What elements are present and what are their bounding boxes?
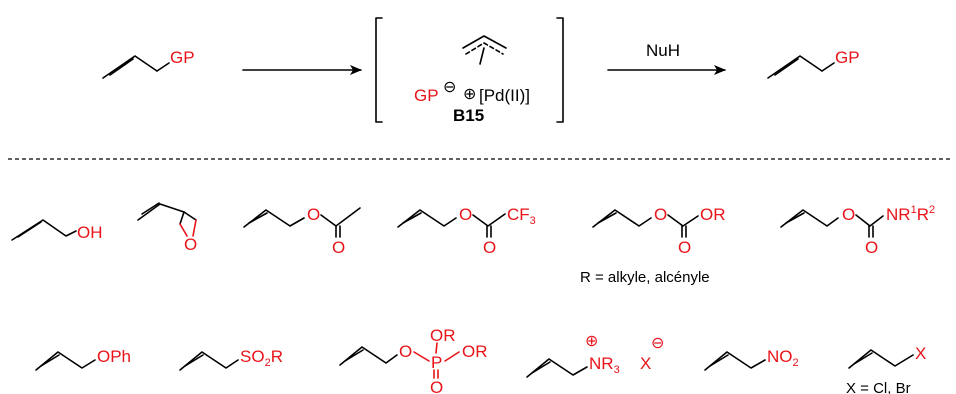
- carbonate-r-caption: R = alkyle, alcényle: [580, 269, 710, 286]
- alkoxy-top-label: OR: [430, 326, 456, 345]
- left-bracket: [375, 17, 383, 123]
- counter-anion-label: X: [640, 354, 651, 373]
- negative-charge-icon: ⊖: [443, 79, 456, 96]
- ammonium-label: NR3: [589, 354, 620, 376]
- allyl-gp-product: GP: [767, 48, 860, 79]
- carbonyl-oxygen-label: O: [332, 238, 345, 257]
- gp-anion-label: GP: [414, 86, 439, 105]
- halide-caption: X = Cl, Br: [846, 380, 911, 394]
- allyl-halide: X X = Cl, Br: [846, 344, 926, 394]
- hydroxyl-label: OH: [77, 223, 103, 242]
- allyl-alcohol: OH: [11, 219, 103, 242]
- carbonyl-oxygen-label: O: [678, 238, 691, 257]
- gp-label: GP: [835, 48, 860, 67]
- reagent-label: NuH: [646, 41, 680, 60]
- ester-oxygen-label: O: [654, 205, 667, 224]
- phosphorus-label: P: [431, 353, 442, 372]
- compound-label-b15: B15: [453, 106, 484, 125]
- allyl-nitro: NO2: [704, 347, 799, 371]
- amino-label: NR1R2: [886, 204, 935, 224]
- phenoxy-label: OPh: [97, 347, 131, 366]
- ester-oxygen-label: O: [307, 205, 320, 224]
- ester-oxygen-label: O: [459, 205, 472, 224]
- allyl-carbonate: O O OR R = alkyle, alcényle: [580, 205, 726, 286]
- allyl-ammonium-salt: ⊕ NR3 X ⊖: [526, 333, 664, 378]
- nitro-label: NO2: [767, 347, 799, 369]
- sulfonyl-label: SO2R: [240, 347, 283, 369]
- allyl-sulfone: SO2R: [179, 347, 283, 371]
- allyl-carbamate: O O NR1R2: [780, 204, 935, 257]
- carbonyl-oxygen-label: O: [865, 238, 878, 257]
- positive-charge-icon: ⊕: [463, 86, 476, 103]
- allyl-trifluoroacetate: O O CF3: [397, 205, 536, 257]
- pi-allyl-intermediate-b15: GP ⊖ ⊕ [Pd(II)] B15: [375, 17, 564, 125]
- allyl-acetate: O O: [243, 205, 361, 257]
- positive-charge-icon: ⊕: [585, 333, 598, 350]
- ester-oxygen-label: O: [842, 205, 855, 224]
- allyl-phenyl-ether: OPh: [35, 347, 131, 371]
- gp-label: GP: [170, 48, 195, 67]
- right-bracket: [556, 17, 564, 123]
- allyl-gp-reactant: GP: [102, 48, 195, 79]
- negative-charge-icon: ⊖: [651, 335, 664, 352]
- cf3-label: CF3: [507, 205, 536, 227]
- alkoxy-label: OR: [700, 205, 726, 224]
- palladium-label: [Pd(II)]: [479, 86, 530, 105]
- carbonyl-oxygen-label: O: [483, 238, 496, 257]
- vinyl-epoxide: O: [137, 202, 197, 254]
- alkoxy-right-label: OR: [462, 342, 488, 361]
- phosphoryl-oxygen-label: O: [430, 378, 443, 394]
- ester-oxygen-label: O: [399, 342, 412, 361]
- halide-label: X: [915, 344, 926, 363]
- allyl-phosphate: O P OR OR O: [339, 326, 488, 394]
- epoxide-oxygen-label: O: [184, 235, 197, 254]
